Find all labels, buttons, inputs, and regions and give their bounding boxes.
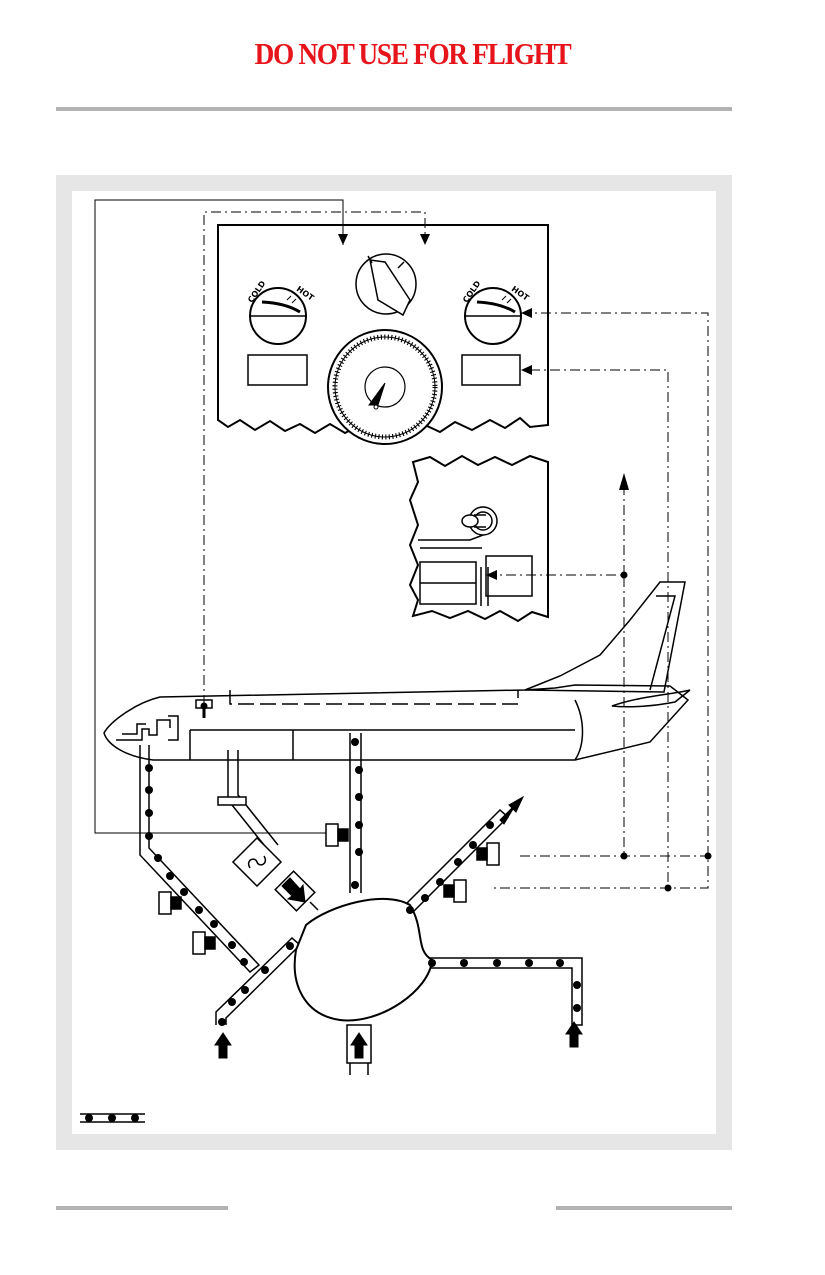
sensor-icon <box>443 879 467 903</box>
left-indicator-window <box>247 354 308 386</box>
sensor-icon <box>476 842 500 866</box>
sensor-icon <box>325 823 349 847</box>
page-title: DO NOT USE FOR FLIGHT <box>254 36 572 71</box>
flow-arrow-icon <box>214 1032 232 1059</box>
sensor-icon <box>192 931 216 955</box>
selector-knob-icon <box>355 253 417 317</box>
flow-arrow-icons <box>214 795 583 1064</box>
footer-rule-left <box>56 1206 228 1210</box>
flow-arrow-icon <box>281 877 306 903</box>
fan-icon <box>231 836 283 888</box>
signal-lines <box>94 199 709 889</box>
right-temperature-gauge: COLD HOT <box>461 279 531 345</box>
toggle-switch-icon <box>461 506 498 536</box>
pressure-gauge-icon <box>327 329 443 445</box>
footer-rule-right <box>556 1206 732 1210</box>
header-rule <box>56 107 732 111</box>
indicator-panel: COLD HOT COLD HOT <box>217 224 549 445</box>
flow-arrow-icon <box>350 1032 368 1059</box>
flow-arrow-icon <box>565 1021 583 1048</box>
duct-flow-dots <box>145 738 581 1026</box>
left-temperature-gauge: COLD HOT <box>246 279 316 345</box>
flow-arrow-icon <box>499 795 525 825</box>
duct-legend-icon <box>80 1113 145 1123</box>
switch-panel <box>408 454 549 623</box>
airplane-outline <box>103 581 691 761</box>
right-indicator-window <box>461 354 521 386</box>
cabin-dashed-outline <box>229 690 519 705</box>
sensor-icon <box>158 891 182 915</box>
signal-arrowheads <box>200 234 712 892</box>
duct-network <box>139 733 583 1075</box>
